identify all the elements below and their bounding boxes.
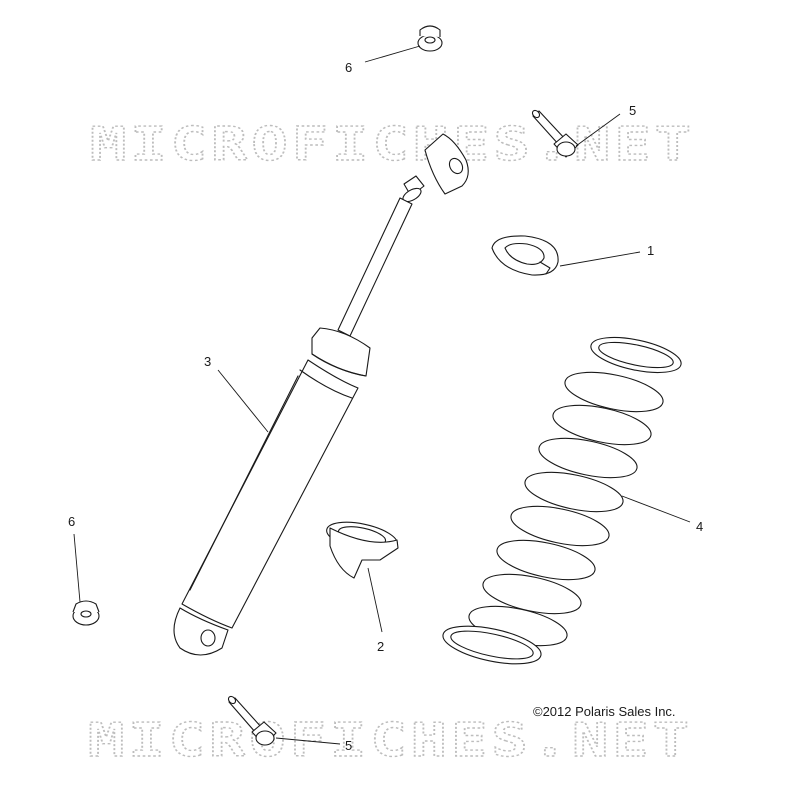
callout-6-top: 6 <box>345 60 352 75</box>
part-6-nut-left <box>72 600 100 626</box>
leader-4 <box>621 495 691 523</box>
part-5-bolt-top <box>531 109 579 158</box>
callout-4: 4 <box>696 519 703 534</box>
leader-6-left <box>73 533 81 603</box>
leader-3 <box>217 369 269 433</box>
watermark-top: MICROFICHES.NET <box>90 117 695 171</box>
callout-5-top: 5 <box>629 103 636 118</box>
callout-3: 3 <box>204 354 211 369</box>
watermark-bottom: MICROFICHES.NET <box>88 713 693 767</box>
part-2-spring-seat <box>326 521 399 579</box>
leader-5-bottom <box>275 737 341 745</box>
leader-5-top <box>575 113 621 147</box>
leader-2 <box>367 567 383 633</box>
part-1-retainer-clip <box>491 235 559 276</box>
callout-1: 1 <box>647 243 654 258</box>
leader-6-top <box>364 45 421 63</box>
part-5-bolt-bottom <box>227 695 277 746</box>
callout-2: 2 <box>377 639 384 654</box>
leader-1 <box>559 251 641 267</box>
part-4-coil-spring <box>442 336 682 665</box>
callout-6-left: 6 <box>68 514 75 529</box>
copyright-notice: ©2012 Polaris Sales Inc. <box>533 704 676 719</box>
callout-5-bottom: 5 <box>345 738 352 753</box>
part-3-shock-absorber <box>173 133 469 656</box>
part-6-nut-top <box>417 25 443 52</box>
